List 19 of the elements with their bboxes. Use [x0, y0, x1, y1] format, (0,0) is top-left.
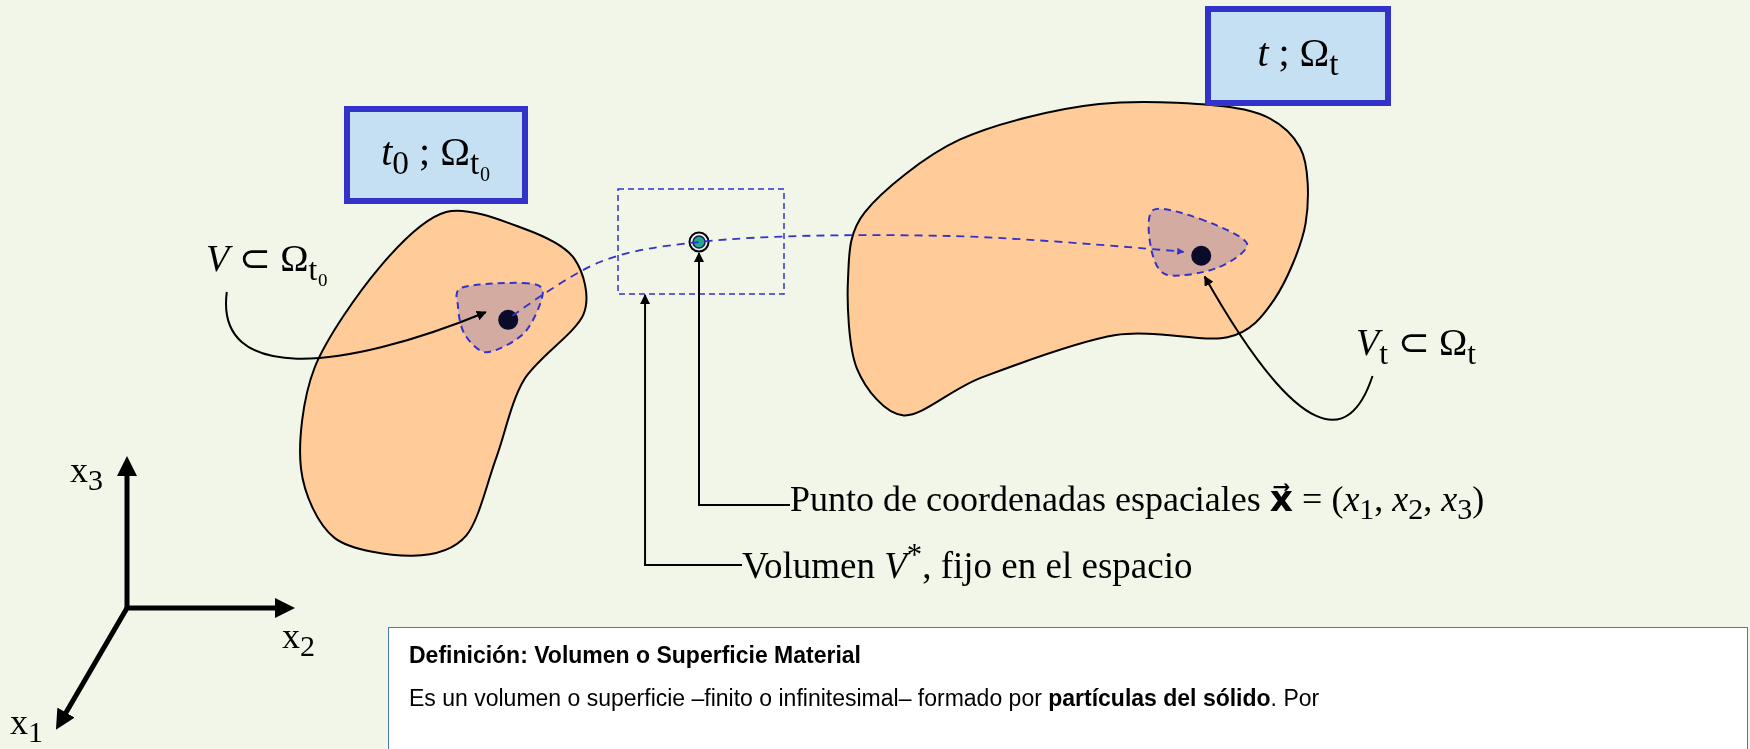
definition-heading: Definición: Volumen o Superficie Material [409, 642, 862, 669]
definition-text: Es un volumen o superficie –finito o infinitesimal– formado por partículas del sólido. Por [409, 685, 1321, 712]
time-label-box [344, 106, 528, 204]
annotation-text: Volumen V$^{*}$, fijo en el espacio [742, 538, 1382, 588]
trajectory-arrow [511, 234, 1185, 317]
leader-arrow [1203, 275, 1374, 421]
definition-card [388, 627, 1748, 749]
leader-arrow [225, 291, 487, 360]
axis-label: x$_{2}$ [282, 616, 315, 665]
axis-label: x$_{3}$ [70, 450, 103, 499]
time-label: t$_{0}$ ; Ω$_{t₀}$ [381, 128, 491, 182]
time-label: t ; Ω$_{t}$ [1257, 29, 1339, 83]
leader-arrow [640, 294, 743, 566]
time-label-box [1205, 6, 1391, 106]
math-label: V ⊂ Ω$_{t₀}$ [206, 236, 366, 292]
axis-label: x$_{1}$ [10, 702, 43, 749]
math-label: V$_{t}$ ⊂ Ω$_{t}$ [1356, 320, 1506, 376]
annotation-text: Punto de coordenadas espaciales x⃗ = (x$_{1}$, x$_{2}$, x$_{3}$) [790, 478, 1748, 530]
leader-arrow [694, 252, 791, 507]
